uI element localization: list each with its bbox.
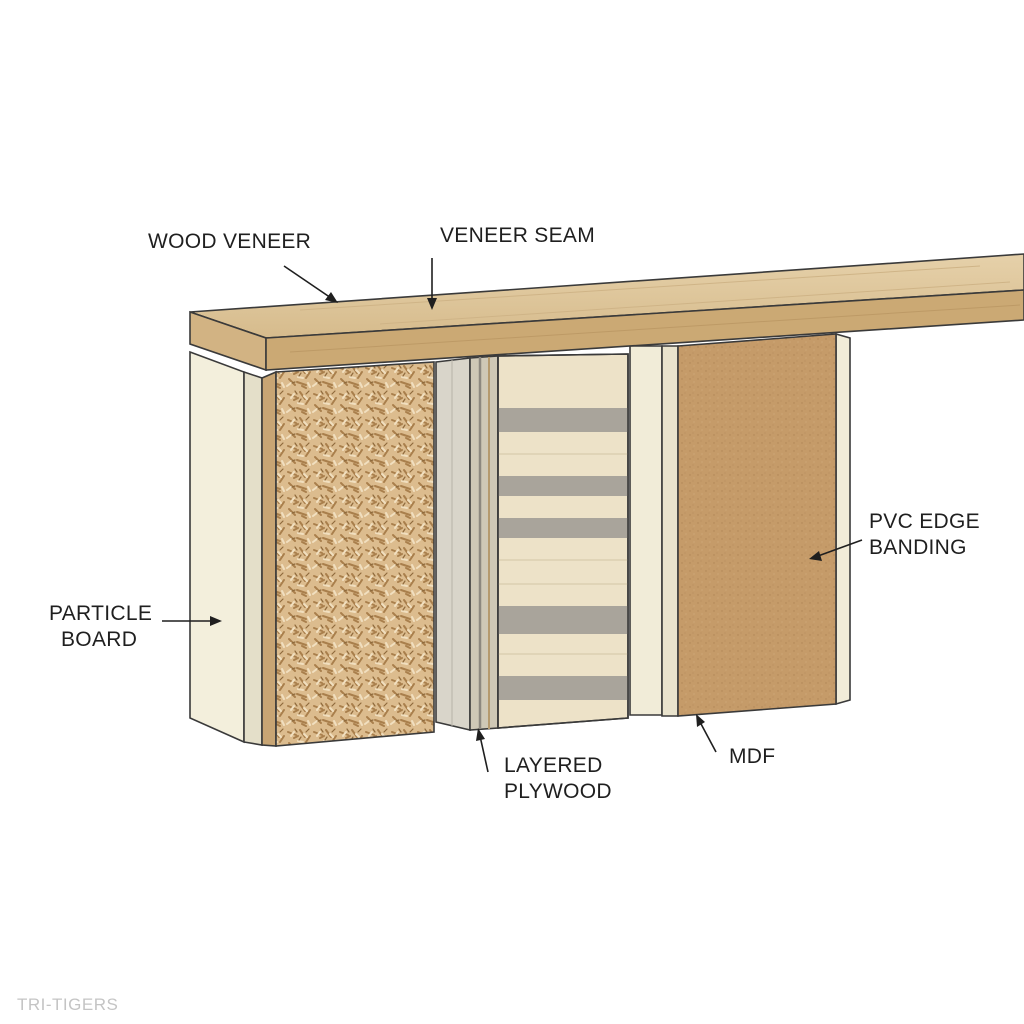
label-particle-board-line2: BOARD (61, 628, 137, 651)
arrowhead-mdf (696, 714, 705, 727)
edge-strip-middle (629, 345, 663, 716)
veneer-grain-2 (379, 281, 1011, 325)
mdf-face (677, 333, 837, 717)
label-wood-veneer: WOOD VENEER (148, 230, 311, 253)
plywood-ply-5 (498, 676, 628, 700)
arrow-pvc-edge-banding (817, 539, 863, 557)
plywood-face-outline (497, 353, 629, 729)
veneer-long-edge (265, 289, 1024, 371)
arrowhead-particle-board (210, 616, 222, 626)
label-layered-plywood-line1: LAYERED (504, 754, 603, 777)
label-veneer-seam: VENEER SEAM (440, 224, 595, 247)
edge-strip-right (835, 332, 851, 706)
layered-plywood (435, 353, 629, 732)
veneer-grain-1 (299, 265, 981, 311)
plywood-edge-strips (469, 355, 499, 731)
plywood-ply-2 (498, 476, 628, 496)
arrow-wood-veneer (283, 265, 335, 301)
veneer-grain-3 (289, 304, 1021, 353)
watermark: TRI-TIGERS (17, 995, 118, 1014)
label-layered-plywood-line2: PLYWOOD (504, 780, 612, 803)
label-particle-board-line1: PARTICLE (49, 602, 152, 625)
label-pvc-edge-banding-line2: BANDING (869, 536, 967, 559)
particle-board-side (261, 370, 277, 747)
plywood-ply-1 (498, 408, 628, 432)
particle-board-face (275, 361, 435, 747)
particle-board (261, 361, 435, 747)
label-pvc-edge-banding-line1: PVC EDGE (869, 510, 980, 533)
arrow-layered-plywood (479, 735, 489, 773)
edge-strip-left (189, 350, 245, 744)
edge-strip-left-side (243, 370, 263, 746)
label-mdf: MDF (729, 745, 775, 768)
pvc-edge-banding-strips (189, 332, 851, 746)
arrowhead-wood-veneer (325, 292, 338, 303)
plywood-ply-4 (498, 606, 628, 634)
mdf-board (677, 333, 837, 717)
arrowhead-veneer-seam (427, 298, 437, 310)
plywood-ply-3 (498, 518, 628, 538)
arrowhead-layered-plywood (476, 728, 485, 741)
edge-strip-mdf-left (661, 345, 679, 717)
arrow-mdf (699, 721, 717, 753)
wood-veneer (189, 253, 1024, 372)
labels: WOOD VENEER VENEER SEAM PARTICLE BOARD L… (49, 224, 980, 803)
arrowhead-pvc-edge-banding (809, 551, 822, 561)
plywood-side (435, 357, 471, 732)
callout-arrows (162, 258, 863, 773)
